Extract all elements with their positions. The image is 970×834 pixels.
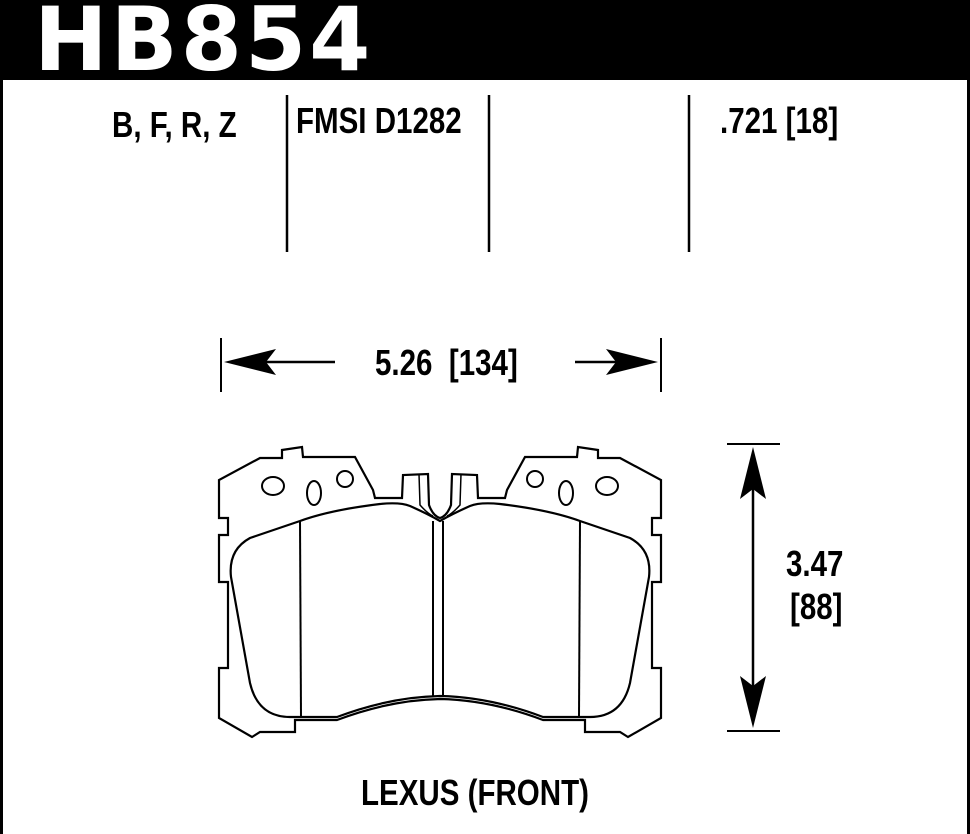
header-bar: HB854 xyxy=(0,0,970,91)
hole-right-round xyxy=(526,470,544,488)
arrowhead-right xyxy=(606,349,658,375)
hole-left-oval xyxy=(261,476,285,496)
part-number: HB854 xyxy=(34,0,374,91)
center-notch-detail xyxy=(418,473,462,517)
width-dimension-label: 5.26 [134] xyxy=(375,342,518,383)
arrowhead-up xyxy=(740,447,766,499)
height-dimension-mm: [88] xyxy=(790,586,843,627)
hole-left-round xyxy=(336,470,354,488)
compound-codes: B, F, R, Z xyxy=(112,104,237,145)
fmsi-number: FMSI D1282 xyxy=(296,100,462,141)
friction-material-outline xyxy=(229,502,651,719)
application-label: LEXUS (FRONT) xyxy=(361,772,589,813)
chamfer-line-left xyxy=(299,520,302,718)
arrowhead-down xyxy=(740,676,766,728)
hole-left-slot xyxy=(306,480,322,506)
arrowhead-left xyxy=(224,349,276,375)
chamfer-line-right xyxy=(578,520,581,718)
thickness-dimension: .721 [18] xyxy=(720,100,839,141)
backing-plate-outline xyxy=(217,445,663,739)
hole-right-oval xyxy=(595,476,619,496)
hole-right-slot xyxy=(558,480,574,506)
height-dimension-inches: 3.47 xyxy=(786,543,844,584)
